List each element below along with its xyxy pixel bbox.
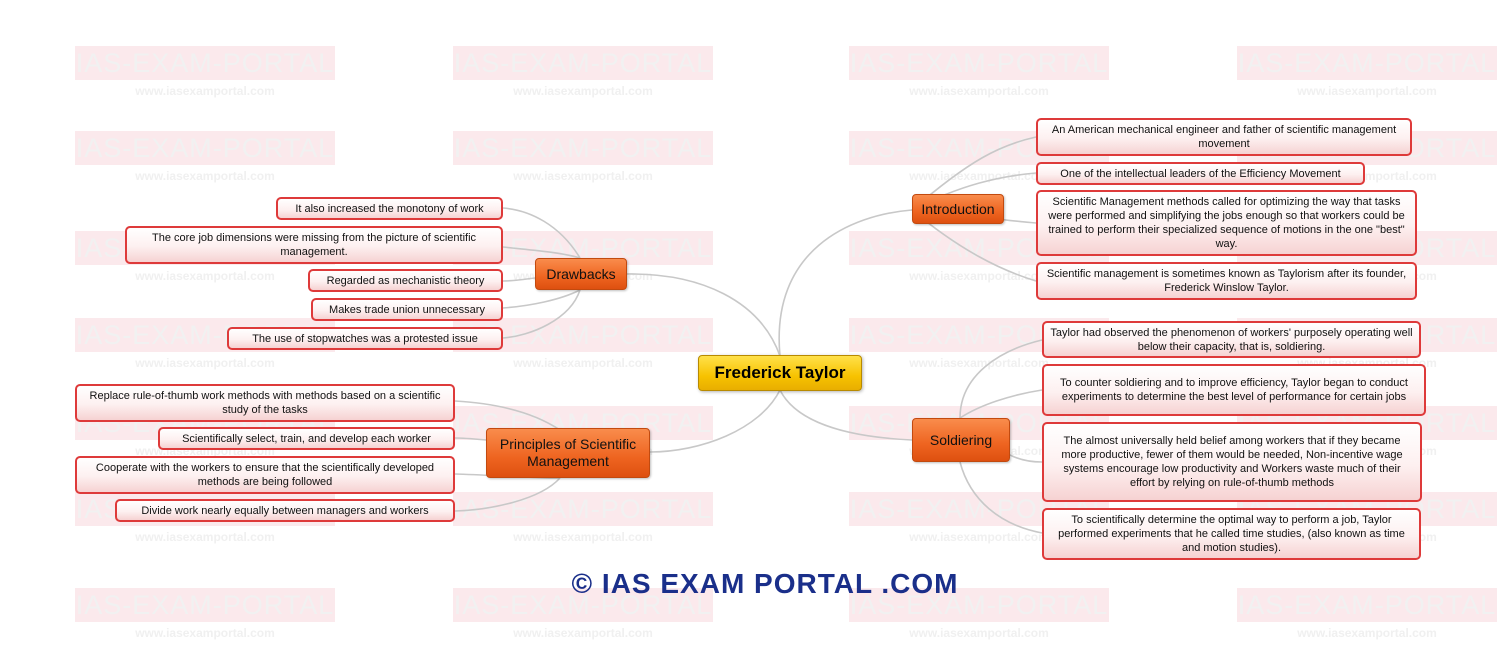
link-prin-4: [454, 477, 561, 512]
introduction-item[interactable]: Scientific Management methods called for…: [1036, 190, 1417, 256]
drawbacks-item[interactable]: Makes trade union unnecessary: [311, 298, 503, 321]
link-prin-1: [454, 400, 561, 431]
soldiering-item[interactable]: The almost universally held belief among…: [1042, 422, 1422, 502]
link-draw-1: [502, 207, 581, 259]
branch-drawbacks[interactable]: Drawbacks: [535, 258, 627, 290]
link-prin-2: [454, 437, 487, 441]
link-center-principles: [649, 389, 781, 453]
introduction-item[interactable]: An American mechanical engineer and fath…: [1036, 118, 1412, 156]
introduction-item[interactable]: Scientific management is sometimes known…: [1036, 262, 1417, 300]
drawbacks-item[interactable]: The core job dimensions were missing fro…: [125, 226, 503, 264]
link-sold-1: [959, 339, 1043, 419]
link-draw-4: [502, 289, 581, 309]
principles-item[interactable]: Divide work nearly equally between manag…: [115, 499, 455, 522]
link-sold-4: [959, 461, 1043, 534]
link-sold-2: [959, 389, 1043, 419]
link-draw-5: [502, 289, 581, 339]
drawbacks-item[interactable]: The use of stopwatches was a protested i…: [227, 327, 503, 350]
branch-introduction[interactable]: Introduction: [912, 194, 1004, 224]
drawbacks-item[interactable]: It also increased the monotony of work: [276, 197, 503, 220]
link-center-introduction: [778, 209, 913, 357]
principles-item[interactable]: Replace rule-of-thumb work methods with …: [75, 384, 455, 422]
central-topic[interactable]: Frederick Taylor: [698, 355, 862, 391]
drawbacks-item[interactable]: Regarded as mechanistic theory: [308, 269, 503, 292]
copyright-notice: © IAS EXAM PORTAL .COM: [571, 568, 959, 599]
introduction-item[interactable]: One of the intellectual leaders of the E…: [1036, 162, 1365, 185]
branch-principles[interactable]: Principles of Scientific Management: [486, 428, 650, 478]
principles-item[interactable]: Cooperate with the workers to ensure tha…: [75, 456, 455, 494]
soldiering-item[interactable]: To counter soldiering and to improve eff…: [1042, 364, 1426, 416]
link-center-soldiering: [779, 389, 913, 441]
link-sold-3: [1009, 454, 1043, 463]
link-draw-2: [502, 246, 581, 259]
branch-soldiering[interactable]: Soldiering: [912, 418, 1010, 462]
soldiering-item[interactable]: Taylor had observed the phenomenon of wo…: [1042, 321, 1421, 358]
link-center-drawbacks: [626, 273, 781, 357]
soldiering-item[interactable]: To scientifically determine the optimal …: [1042, 508, 1421, 560]
principles-item[interactable]: Scientifically select, train, and develo…: [158, 427, 455, 450]
link-draw-3: [502, 277, 536, 282]
